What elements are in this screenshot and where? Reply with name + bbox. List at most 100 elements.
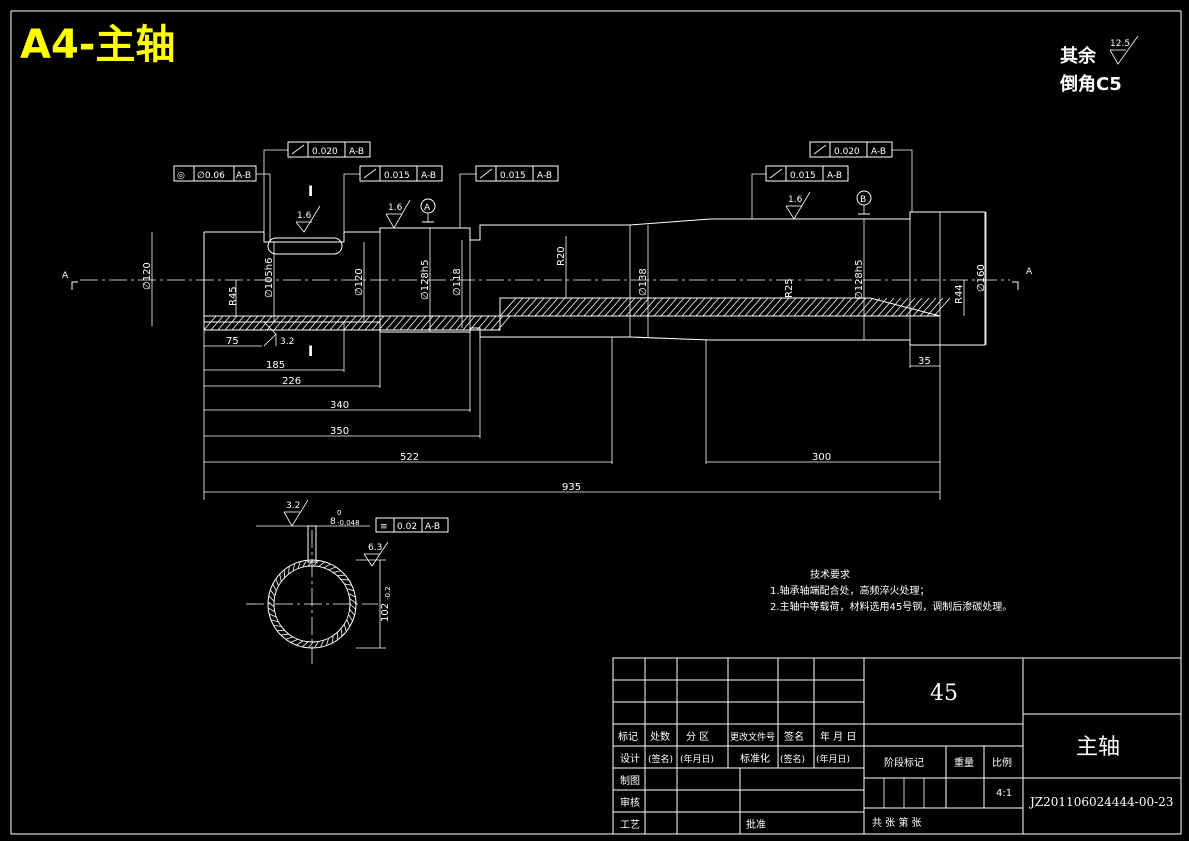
keyway-tol-lower: -0.048 <box>337 519 360 527</box>
tb-check: 审核 <box>620 796 640 809</box>
tb-scale-label: 比例 <box>992 756 1012 769</box>
section-depth-tol: -0.2 <box>384 586 392 600</box>
svg-text:A: A <box>424 203 431 213</box>
gdt-runout-right2: 0.015 A-B <box>751 165 849 219</box>
dim-d138: ∅138 <box>638 268 649 296</box>
svg-text:1.6: 1.6 <box>788 195 803 205</box>
dim-l226: 226 <box>282 376 301 387</box>
section-mark-left: A <box>62 271 78 290</box>
section-hatch <box>267 559 357 649</box>
dim-l935: 935 <box>562 482 581 493</box>
svg-text:(年月日): (年月日) <box>816 753 850 765</box>
svg-text:1.6: 1.6 <box>388 203 403 213</box>
keyway-cutout <box>267 237 343 255</box>
section-depth: 102 <box>380 603 391 622</box>
tb-header-row: 标记 处数 分 区 更改文件号 签名 年 月 日 <box>618 730 856 743</box>
dim-l300: 300 <box>812 452 831 463</box>
dim-d120-2: ∅120 <box>354 268 365 296</box>
roughness-r6: 6.3 <box>363 541 389 567</box>
svg-text:标准化: 标准化 <box>740 752 770 765</box>
dim-d128: ∅128h5 <box>420 260 431 301</box>
svg-text:6.3: 6.3 <box>368 543 382 553</box>
dim-r45: R45 <box>228 286 239 306</box>
tb-stage-mark: 阶段标记 <box>884 756 924 769</box>
svg-text:≡: ≡ <box>380 522 388 532</box>
cut-mark-top: I <box>308 184 313 200</box>
drawing-title: A4-主轴 <box>20 22 175 68</box>
dim-l522: 522 <box>400 452 419 463</box>
gdt-runout-top-left: 0.020 A-B <box>263 141 371 232</box>
dim-d120-left: ∅120 <box>142 262 153 290</box>
svg-text:A-B: A-B <box>236 171 251 181</box>
gdt-concentricity: ◎ ∅0.06 A-B <box>173 165 271 242</box>
tb-material: 45 <box>930 681 958 706</box>
svg-text:签名: 签名 <box>784 730 804 743</box>
roughness-r2: 1.6 <box>385 199 411 229</box>
dim-l75: 75 <box>226 336 239 347</box>
svg-text:0.015: 0.015 <box>384 171 410 181</box>
svg-text:A-B: A-B <box>537 171 552 181</box>
tb-scale: 4:1 <box>996 788 1012 799</box>
svg-text:A-B: A-B <box>421 171 436 181</box>
svg-text:更改文件号: 更改文件号 <box>730 731 775 743</box>
svg-text:(签名): (签名) <box>780 753 805 765</box>
svg-text:(签名): (签名) <box>648 753 673 765</box>
svg-text:3.2: 3.2 <box>286 501 300 511</box>
svg-text:年 月 日: 年 月 日 <box>820 730 856 743</box>
diameter-labels: ∅120 ∅105h6 ∅120 ∅128h5 ∅118 ∅138 ∅128h5… <box>142 246 987 306</box>
svg-text:3.2: 3.2 <box>280 337 294 347</box>
svg-text:(年月日): (年月日) <box>680 753 714 765</box>
tb-approve: 批准 <box>746 818 766 831</box>
roughness-r5: 3.2 <box>283 499 309 527</box>
svg-text:0.020: 0.020 <box>312 147 338 157</box>
drawing-border <box>10 10 1182 835</box>
tb-weight: 重量 <box>954 756 974 769</box>
dim-l185: 185 <box>266 360 285 371</box>
note-chamfer: 倒角C5 <box>1059 73 1122 95</box>
gdt-runout-left2: 0.015 A-B <box>343 165 443 232</box>
keyway-tol-upper: 0 <box>337 509 341 517</box>
tb-draw: 制图 <box>620 774 640 787</box>
note-other-label: 其余 <box>1060 45 1097 67</box>
svg-text:A: A <box>62 271 69 281</box>
svg-text:设计: 设计 <box>620 752 640 765</box>
roughness-other-symbol: 12.5 <box>1109 35 1139 65</box>
svg-text:A-B: A-B <box>871 147 886 157</box>
keyway-width: 8 <box>330 517 336 527</box>
dim-r25: R25 <box>784 278 795 298</box>
dim-d105: ∅105h6 <box>264 258 275 299</box>
svg-text:B: B <box>860 195 866 205</box>
svg-text:12.5: 12.5 <box>1110 39 1130 49</box>
svg-text:0.02: 0.02 <box>397 522 417 532</box>
cut-mark-bottom: I <box>308 344 313 360</box>
hatch-lines <box>203 297 951 331</box>
roughness-r1: 1.6 <box>295 205 321 233</box>
roughness-r4: 3.2 <box>263 321 294 347</box>
tech-req-item2: 2.主轴中等载荷，材料选用45号钢，调制后渗碳处理。 <box>770 600 1012 613</box>
svg-text:∅0.06: ∅0.06 <box>197 171 225 181</box>
dim-d160: ∅160 <box>976 264 987 292</box>
svg-text:A-B: A-B <box>827 171 842 181</box>
svg-text:A-B: A-B <box>349 147 364 157</box>
roughness-r3: 1.6 <box>785 191 811 220</box>
dim-r20: R20 <box>556 246 567 266</box>
svg-text:0.015: 0.015 <box>790 171 816 181</box>
dim-l350: 350 <box>330 426 349 437</box>
tech-req-item1: 1.轴承轴端配合处，高频淬火处理； <box>770 584 930 597</box>
tb-design-row: 设计 (签名) (年月日) 标准化 (签名) (年月日) <box>620 752 850 765</box>
gdt-runout-right-top: 0.020 A-B <box>809 141 913 212</box>
dim-l340: 340 <box>330 400 349 411</box>
svg-text:处数: 处数 <box>650 730 670 743</box>
svg-text:A: A <box>1026 267 1033 277</box>
svg-text:A-B: A-B <box>425 522 440 532</box>
tb-drawing-no: JZ201106024444-00-23 <box>1028 795 1173 809</box>
datum-b: B <box>856 190 872 215</box>
gdt-runout-mid: 0.015 A-B <box>459 165 559 228</box>
svg-text:1.6: 1.6 <box>297 211 312 221</box>
dim-d118: ∅118 <box>452 268 463 296</box>
tech-req-heading: 技术要求 <box>810 568 850 581</box>
title-block <box>612 657 1182 835</box>
dim-r44: R44 <box>954 284 965 304</box>
tb-part-name: 主轴 <box>1076 735 1120 760</box>
